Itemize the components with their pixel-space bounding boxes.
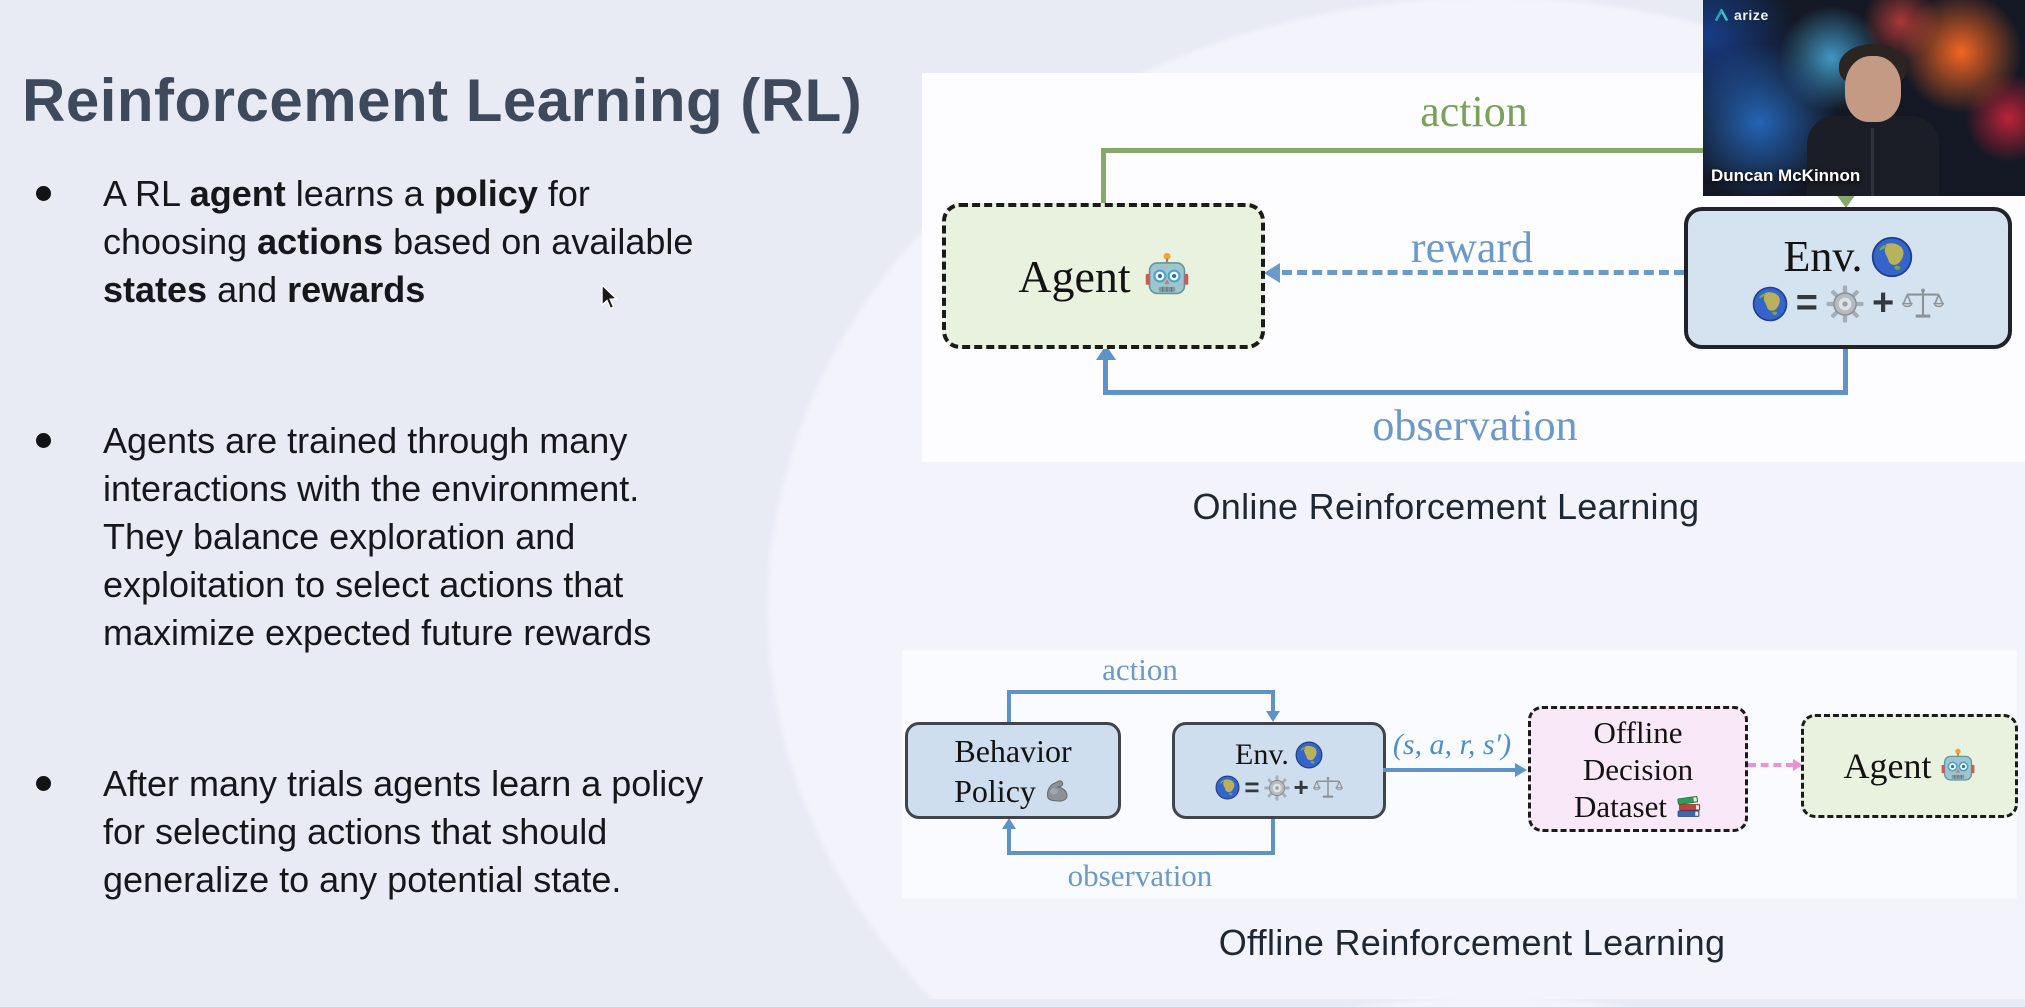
robot-icon bbox=[1145, 252, 1189, 300]
offline-action-arrowhead-icon bbox=[1266, 711, 1280, 722]
arize-logo: arize bbox=[1714, 7, 1769, 23]
action-arrowhead-icon bbox=[1836, 194, 1856, 208]
page-title: Reinforcement Learning (RL) bbox=[22, 67, 863, 135]
arize-logo-text: arize bbox=[1734, 7, 1769, 23]
equals-sign: = bbox=[1244, 772, 1260, 802]
bullet-dot bbox=[36, 186, 51, 201]
bullet-item: After many trials agents learn a policy f… bbox=[0, 760, 920, 904]
books-icon bbox=[1675, 793, 1702, 819]
dataset-label-line3: Dataset bbox=[1574, 788, 1667, 824]
plus-sign: + bbox=[1872, 282, 1895, 324]
gear-icon bbox=[1826, 285, 1864, 323]
bullet-text: After many trials agents learn a policy f… bbox=[103, 760, 703, 904]
reward-dashed-line bbox=[1282, 270, 1684, 275]
arize-caret-icon bbox=[1714, 9, 1729, 22]
robot-icon bbox=[1941, 748, 1975, 785]
online-env-label: Env. bbox=[1783, 232, 1863, 281]
bullet-line: Agents are trained through many bbox=[103, 420, 628, 461]
bullet-line: states and rewards bbox=[103, 269, 426, 310]
gear-icon bbox=[1264, 775, 1290, 801]
speaker-face bbox=[1845, 56, 1901, 122]
dataset-label-line1: Offline bbox=[1593, 714, 1683, 750]
observation-line-from-env bbox=[1843, 342, 1848, 395]
online-observation-label: observation bbox=[1372, 401, 1578, 450]
observation-line-horizontal bbox=[1103, 390, 1848, 395]
transition-tuple-label: (s, a, r, s′) bbox=[1392, 728, 1512, 761]
dataset-label-line2: Decision bbox=[1582, 751, 1694, 787]
offline-env-label: Env. bbox=[1235, 738, 1289, 771]
bullet-line: maximize expected future rewards bbox=[103, 612, 652, 653]
offline-env-box: Env. = + bbox=[1172, 722, 1386, 819]
transition-arrow-line bbox=[1383, 768, 1517, 772]
scales-icon bbox=[1313, 775, 1343, 801]
action-line-horizontal bbox=[1101, 148, 1848, 153]
bullet-line: generalize to any potential state. bbox=[103, 859, 622, 900]
muscle-icon bbox=[1044, 777, 1072, 804]
bullet-dot bbox=[36, 433, 51, 448]
transition-arrowhead-icon bbox=[1515, 763, 1527, 777]
bullet-text: A RL agent learns a policy for choosing a… bbox=[103, 170, 693, 314]
scales-icon bbox=[1902, 286, 1944, 322]
offline-observation-label: observation bbox=[1067, 858, 1213, 893]
bullet-item: A RL agent learns a policy for choosing a… bbox=[0, 170, 920, 314]
bullet-line: A RL agent learns a policy for bbox=[103, 173, 590, 214]
online-caption: Online Reinforcement Learning bbox=[1192, 486, 1700, 527]
behavior-policy-label-line1: Behavior bbox=[954, 732, 1072, 769]
bullet-line: They balance exploration and bbox=[103, 516, 576, 557]
speaker-jacket-zipper bbox=[1871, 128, 1874, 196]
offline-observation-line-up bbox=[1007, 829, 1011, 853]
bullet-item: Agents are trained through many interacti… bbox=[0, 417, 920, 657]
offline-observation-arrowhead-icon bbox=[1002, 818, 1016, 829]
online-agent-box: Agent bbox=[942, 203, 1265, 349]
offline-action-label: action bbox=[1102, 652, 1178, 687]
mouse-cursor-icon bbox=[601, 284, 619, 310]
globe-icon bbox=[1295, 741, 1323, 769]
online-env-box: Env. = + bbox=[1684, 207, 2012, 349]
globe-icon bbox=[1752, 286, 1788, 322]
dataset-to-agent-dashed-line bbox=[1748, 763, 1794, 767]
bullet-list: A RL agent learns a policy for choosing a… bbox=[0, 170, 920, 1007]
action-line-from-agent bbox=[1101, 148, 1106, 205]
offline-agent-box: Agent bbox=[1801, 714, 2018, 818]
bullet-line: for selecting actions that should bbox=[103, 811, 608, 852]
offline-action-line-down bbox=[1271, 690, 1275, 712]
bullet-text: Agents are trained through many interacti… bbox=[103, 417, 651, 657]
bullet-line: After many trials agents learn a policy bbox=[103, 763, 704, 804]
offline-action-line-up bbox=[1007, 690, 1011, 722]
offline-action-line-horizontal bbox=[1007, 690, 1275, 694]
reward-label: reward bbox=[1410, 223, 1534, 272]
globe-icon bbox=[1215, 775, 1240, 800]
online-agent-label: Agent bbox=[1018, 250, 1131, 302]
offline-agent-label: Agent bbox=[1843, 746, 1932, 786]
behavior-policy-label-line2: Policy bbox=[954, 772, 1036, 809]
webcam-video-overlay[interactable]: arize Duncan McKinnon bbox=[1703, 0, 2025, 196]
offline-observation-line-down bbox=[1271, 816, 1275, 855]
bullet-line: choosing actions based on available bbox=[103, 221, 694, 262]
online-action-label: action bbox=[1420, 87, 1528, 136]
bullet-dot bbox=[36, 776, 51, 791]
offline-dataset-box: Offline Decision Dataset bbox=[1528, 706, 1748, 832]
globe-icon bbox=[1871, 236, 1913, 278]
equals-sign: = bbox=[1795, 282, 1818, 324]
speaker-name: Duncan McKinnon bbox=[1711, 166, 1861, 185]
behavior-policy-box: Behavior Policy bbox=[905, 722, 1121, 819]
offline-observation-line-horizontal bbox=[1007, 851, 1275, 855]
bullet-line: interactions with the environment. bbox=[103, 468, 640, 509]
bullet-line: exploitation to select actions that bbox=[103, 564, 624, 605]
plus-sign: + bbox=[1293, 772, 1309, 802]
dataset-to-agent-arrowhead-icon bbox=[1793, 759, 1803, 771]
reward-arrowhead-icon bbox=[1264, 263, 1280, 283]
offline-caption: Offline Reinforcement Learning bbox=[1218, 922, 1726, 963]
observation-line-into-agent bbox=[1103, 356, 1108, 392]
